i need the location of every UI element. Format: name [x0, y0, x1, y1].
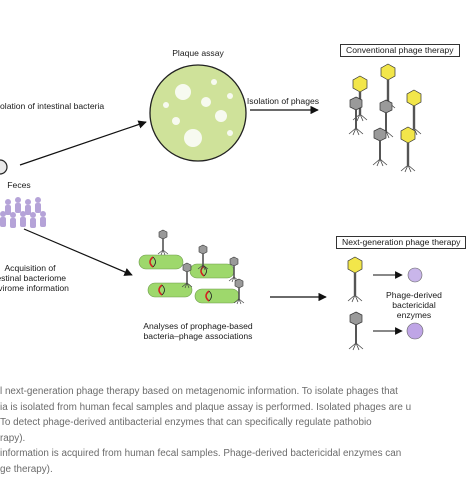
- acquisition-label-2: testinal bacteriome: [0, 273, 67, 283]
- isolation-bacteria-label: olation of intestinal bacteria: [0, 101, 105, 111]
- enzymes-label-2: bactericidal: [392, 300, 436, 310]
- acquisition-label-1: Acquisition of: [4, 263, 56, 273]
- conventional-therapy-box: Conventional phage therapy: [340, 44, 460, 57]
- enzyme-circle-2: [406, 322, 424, 340]
- analyses-label-2: bacteria–phage associations: [143, 331, 253, 341]
- analyses-label-1: Analyses of prophage-based: [143, 321, 253, 331]
- feces-label: Feces: [7, 180, 31, 190]
- next-gen-phages: [348, 257, 363, 350]
- caption-line: l next-generation phage therapy based on…: [0, 386, 398, 397]
- caption-line: rapy).: [0, 432, 26, 444]
- arrow-to-plaque: [19, 120, 147, 166]
- arrow-to-prophage: [23, 228, 133, 276]
- feces-icon: [0, 159, 8, 175]
- caption-line: To detect phage-derived antibacterial en…: [0, 417, 372, 429]
- prophage-bacteria: [138, 229, 245, 305]
- caption-line: information is acquired from human fecal…: [0, 448, 402, 460]
- plaque-plate: [149, 64, 247, 162]
- conventional-phages: [349, 64, 421, 172]
- caption-line: ge therapy).: [0, 463, 53, 475]
- caption-line: ia is isolated from human fecal samples …: [0, 401, 412, 413]
- figure-caption: l next-generation phage therapy based on…: [0, 384, 474, 478]
- next-gen-therapy-box: Next-generation phage therapy: [336, 236, 467, 249]
- enzymes-label-1: Phage-derived: [386, 290, 442, 300]
- plaque-assay-label: Plaque assay: [172, 48, 224, 58]
- diagram-canvas: [0, 0, 424, 380]
- acquisition-label-3: d virome information: [0, 283, 69, 293]
- isolation-phages-label: Isolation of phages: [246, 96, 320, 106]
- enzymes-label-3: enzymes: [396, 310, 432, 320]
- enzyme-circle-1: [407, 267, 423, 283]
- people-icon: [0, 197, 46, 228]
